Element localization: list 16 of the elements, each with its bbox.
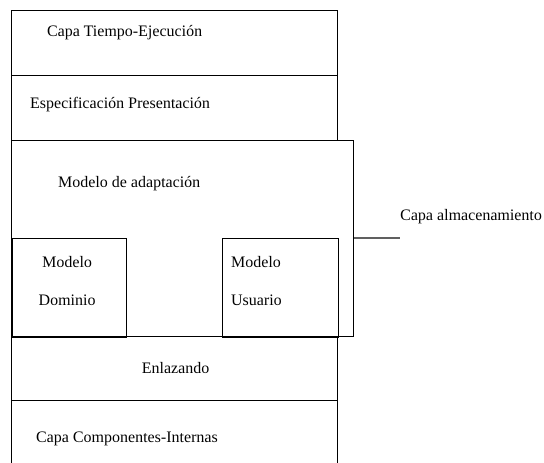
leader-line bbox=[354, 237, 400, 239]
layer-label: Capa Componentes-Internas bbox=[36, 428, 219, 448]
layer-label: Capa Tiempo-Ejecución bbox=[47, 22, 204, 42]
layer-box bbox=[11, 336, 338, 401]
layer-label: Modelo Dominio bbox=[38, 253, 96, 311]
layer-box bbox=[222, 238, 339, 338]
layer-box bbox=[11, 140, 354, 337]
layer-label: Modelo Usuario bbox=[231, 253, 283, 311]
text-label: Capa almacenamiento bbox=[400, 202, 542, 260]
layer-box bbox=[12, 238, 127, 338]
layer-label: Especificación Presentación bbox=[30, 94, 211, 114]
layer-box bbox=[11, 75, 338, 141]
layer-box bbox=[11, 10, 338, 76]
layer-box bbox=[11, 400, 338, 463]
layer-label: Modelo de adaptación bbox=[58, 173, 202, 193]
layer-label: Enlazando bbox=[140, 359, 210, 379]
